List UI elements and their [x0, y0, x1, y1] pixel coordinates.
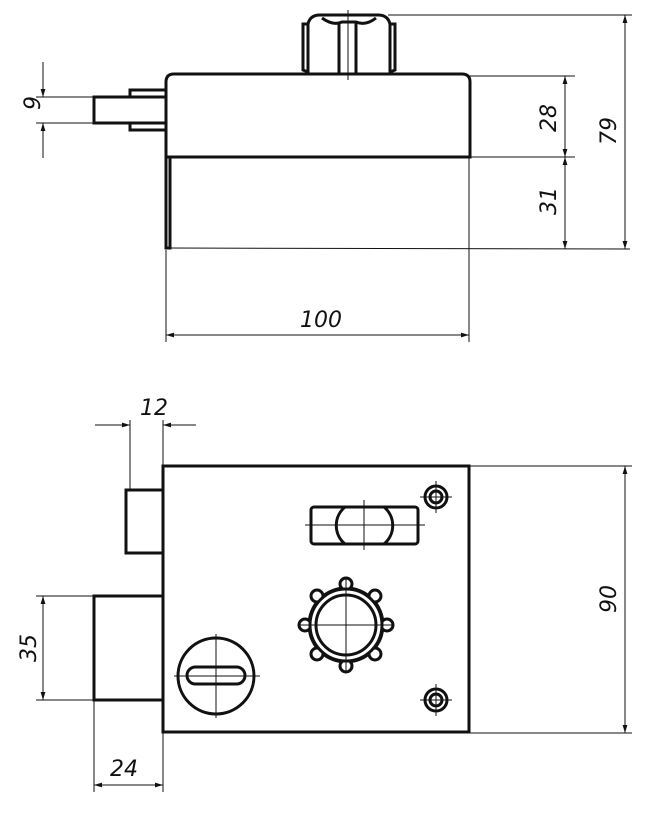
- mounting-plate: [164, 155, 172, 250]
- keyhole: [174, 634, 260, 718]
- dim-lower-height: 31: [537, 187, 562, 215]
- large-bolt: [92, 594, 165, 702]
- screw-bottom: [420, 684, 452, 716]
- side-view: 9 28 31 79 100: [21, 10, 632, 342]
- lock-body-upper: [164, 72, 472, 159]
- front-view: 12 90 35 24: [17, 396, 632, 792]
- dim-front-height: 90: [597, 585, 622, 613]
- latch-bolt: [92, 95, 168, 125]
- dim-small-bolt: 12: [140, 396, 168, 421]
- dim-large-bolt-length: 24: [110, 757, 138, 782]
- dim-total-height: 79: [597, 117, 622, 145]
- knob-front: [297, 576, 395, 674]
- knob-side: [301, 13, 397, 74]
- dim-upper-height: 28: [537, 104, 562, 132]
- dim-latch-height: 9: [21, 96, 46, 110]
- dim-width: 100: [300, 308, 342, 333]
- screw-top: [420, 481, 452, 513]
- slider-window: [305, 500, 425, 550]
- dim-large-bolt-height: 35: [17, 634, 42, 662]
- latch-guide: [128, 88, 166, 132]
- small-bolt: [124, 488, 165, 555]
